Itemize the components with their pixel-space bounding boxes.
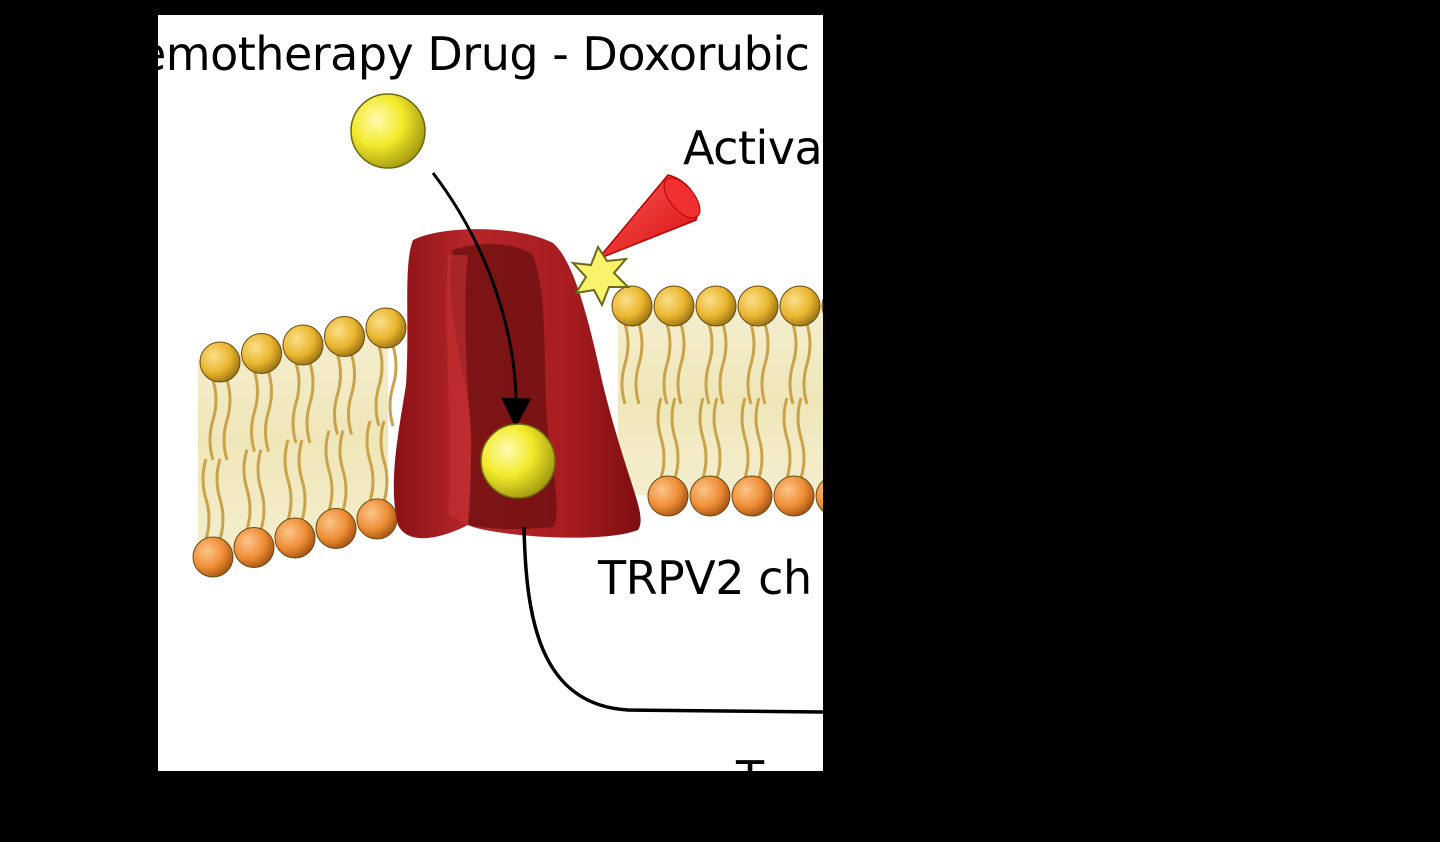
lipid-tail [264, 371, 273, 452]
laser-cone-mouth [663, 177, 701, 219]
lipid-tail [698, 397, 708, 479]
lipid-tail [782, 397, 792, 479]
lipid-head [365, 307, 407, 349]
lipid-tail [620, 323, 630, 405]
lipid-tail [333, 354, 342, 435]
lipid-tail [788, 323, 798, 405]
channel-label: TRPV2 ch [598, 551, 812, 605]
lipid-tail [250, 371, 259, 452]
lipid-head [199, 341, 241, 383]
bottom-label: T [736, 751, 764, 771]
lipid-tail [676, 323, 686, 405]
lipid-bilayer [192, 285, 823, 578]
lipid-tail [347, 354, 356, 435]
drug-path-arrow [431, 172, 532, 428]
lipid-tail [802, 323, 812, 405]
lipid-tail [379, 420, 389, 502]
lipid-head [773, 475, 815, 517]
lipid-tail [201, 458, 211, 540]
lipid-head [731, 475, 773, 517]
lipid-tail [704, 323, 714, 405]
lipid-tail [297, 439, 307, 521]
lipid-tail [634, 323, 644, 405]
channel-rim [446, 255, 471, 525]
diagram-panel: emotherapy Drug - Doxorubic Activa TRPV2… [158, 15, 823, 771]
lipid-tail [338, 430, 348, 511]
lipid-tail [283, 439, 293, 521]
lipid-tail [388, 345, 398, 427]
lipid-head [821, 298, 823, 314]
lipid-head [192, 536, 234, 578]
lipid-tail [754, 397, 764, 479]
lipid-head [779, 285, 821, 327]
lipid-tail [305, 362, 315, 444]
lipid-tail [718, 323, 728, 405]
lipid-head [611, 285, 653, 327]
lipid-head [356, 498, 398, 540]
lipid-tail [256, 449, 266, 530]
diagram-art [192, 93, 823, 714]
lipid-head [324, 316, 365, 357]
lipid-head [815, 480, 823, 512]
lipid-tail [760, 323, 770, 405]
lipid-head [647, 475, 689, 517]
lipid-tail [670, 397, 680, 479]
lipid-tail [324, 430, 334, 511]
lipid-head [241, 333, 282, 374]
lipid-tail [215, 458, 225, 540]
lipid-tail [656, 397, 666, 479]
lipid-tail [740, 397, 750, 479]
lipid-tail [796, 397, 806, 479]
lipid-head [737, 285, 779, 327]
lipid-tail [365, 420, 375, 502]
activation-spark-icon [570, 244, 631, 308]
drug-molecule-outside [350, 93, 426, 169]
lipid-tail [374, 345, 384, 427]
lipid-tail [208, 379, 218, 461]
lipid-head [274, 517, 316, 559]
lipid-head [315, 508, 357, 549]
drug-molecule-in-channel [480, 423, 556, 499]
lipid-tail [712, 397, 722, 479]
lipid-head [689, 475, 731, 517]
signal-curve [522, 526, 823, 714]
lipid-head [653, 285, 695, 327]
lipid-tail [291, 362, 301, 444]
lipid-head [282, 324, 324, 366]
activation-label: Activa [683, 121, 823, 175]
lipid-tail [242, 449, 252, 530]
lipid-tail [222, 379, 232, 461]
lipid-tail [746, 323, 756, 405]
lipid-head [695, 285, 737, 327]
title-label: emotherapy Drug - Doxorubic [158, 27, 810, 81]
lipid-head [233, 527, 275, 568]
lipid-tail [662, 323, 672, 405]
